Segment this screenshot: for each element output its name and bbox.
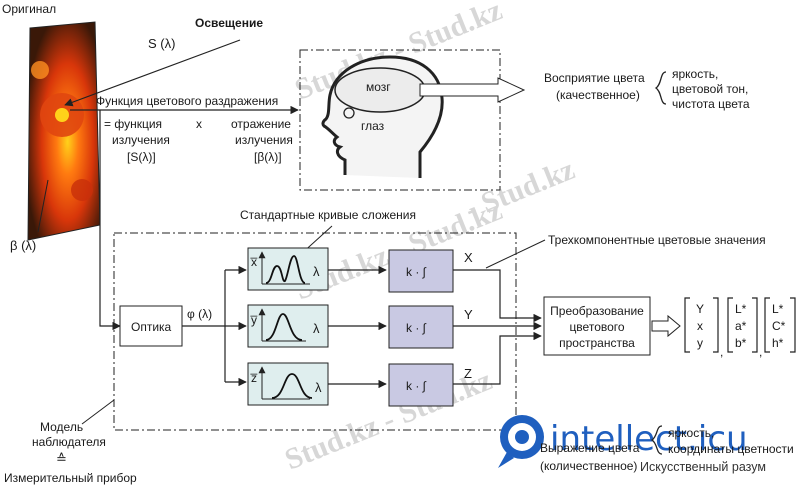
perception-item-1: яркость, — [672, 67, 718, 81]
expression-item-1: яркость, — [668, 426, 714, 440]
output-y-label: Y — [464, 307, 473, 322]
curve-box-x — [247, 247, 329, 291]
radiation-eq-label: = функция — [104, 117, 162, 131]
vector-lab-3: b* — [735, 336, 747, 350]
perception-title: Восприятие цвета — [544, 71, 645, 85]
transform-line-2: цветового — [569, 320, 624, 334]
radiation-word-label: излучения — [112, 133, 170, 147]
perception-brace — [654, 71, 667, 105]
integrator-y — [388, 305, 454, 349]
integrator-x-label: k · ∫ — [406, 265, 427, 279]
curves-title: Стандартные кривые сложения — [240, 208, 416, 222]
vector-lch-2: C* — [772, 319, 786, 333]
optics-label: Оптика — [131, 320, 172, 334]
integrator-x — [388, 249, 454, 293]
transform-out-arrow — [651, 314, 681, 338]
observer-model-line-1: Модель — [40, 420, 83, 434]
output-z-label: Z — [464, 366, 472, 381]
vector-lab — [727, 297, 758, 353]
illumination-label: Освещение — [195, 16, 263, 30]
illumination-arrow — [64, 39, 241, 107]
expression-brace — [650, 425, 663, 455]
vector-yxy-3: y — [697, 336, 703, 350]
stimulus-function-label: Функция цветового раздражения — [96, 94, 278, 108]
vector-yxy — [684, 297, 719, 353]
curve-x-label: x̅ — [250, 255, 258, 269]
perception-sub: (качественное) — [556, 88, 640, 102]
measuring-instrument-box — [113, 232, 517, 431]
tristimulus-title: Трехкомпонентные цветовые значения — [548, 233, 766, 247]
phi-lambda-label: φ (λ) — [187, 307, 212, 321]
vector-lab-1: L* — [735, 302, 747, 316]
tristimulus-pointer — [485, 239, 546, 269]
reflection-symbol-label: [β(λ)] — [254, 150, 282, 164]
vector-lab-2: a* — [735, 319, 747, 333]
instrument-label: Измерительный прибор — [4, 471, 137, 485]
expression-sub: (количественное) — [540, 459, 637, 473]
vector-yxy-2: x — [697, 319, 703, 333]
reflection-word-label: излучения — [235, 133, 293, 147]
head-icon — [321, 55, 444, 178]
times-sign: x — [196, 117, 202, 131]
radiation-symbol-label: [S(λ)] — [127, 150, 156, 164]
transform-line-3: пространства — [559, 336, 635, 350]
curve-box-z — [247, 362, 329, 406]
brand-name: intellect.icu — [550, 419, 748, 459]
integrator-z-label: k · ∫ — [406, 379, 427, 393]
vector-comma-1: , — [720, 345, 723, 359]
vector-lch-3: h* — [772, 336, 784, 350]
vector-lch — [764, 297, 796, 353]
color-space-transform-block — [543, 296, 651, 356]
curve-box-y — [247, 304, 329, 348]
observer-head-box — [299, 49, 501, 191]
observer-model-line-2: наблюдателя — [32, 435, 106, 449]
observer-pointer — [81, 399, 115, 425]
reflection-label: отражение — [231, 117, 291, 131]
expression-item-2: координаты цветности — [668, 442, 794, 456]
vector-comma-2: , — [759, 345, 762, 359]
output-x-arrow — [453, 269, 542, 323]
eye-label: глаз — [361, 119, 385, 133]
optics-feed-line — [99, 110, 121, 331]
intellect-logo — [498, 415, 544, 468]
perception-arrow — [419, 77, 526, 103]
perception-item-2: цветовой тон, — [672, 82, 748, 96]
beta-pointer — [37, 179, 49, 233]
output-z-arrow — [453, 331, 542, 385]
vector-lch-1: L* — [772, 302, 784, 316]
beta-lambda-label: β (λ) — [10, 238, 36, 253]
lambda-y-label: λ — [313, 321, 320, 336]
equivalence-sign: ≙ — [56, 451, 67, 466]
transform-line-1: Преобразование — [550, 304, 644, 318]
vector-yxy-1: Y — [696, 302, 704, 316]
original-label: Оригинал — [2, 2, 56, 16]
brand-tagline: Искусственный разум — [640, 460, 766, 474]
lambda-x-label: λ — [313, 264, 320, 279]
output-x-label: X — [464, 250, 473, 265]
brain-label: мозг — [366, 80, 391, 94]
original-image — [27, 21, 101, 241]
expression-title: Выражение цвета — [540, 441, 640, 455]
integrator-y-label: k · ∫ — [406, 321, 427, 335]
curve-z-label: z̅ — [250, 371, 258, 385]
lambda-z-label: λ — [315, 380, 322, 395]
perception-item-3: чистота цвета — [672, 97, 750, 111]
s-lambda-label: S (λ) — [148, 36, 175, 51]
curve-y-label: y̅ — [250, 313, 258, 327]
integrator-z — [388, 363, 454, 407]
